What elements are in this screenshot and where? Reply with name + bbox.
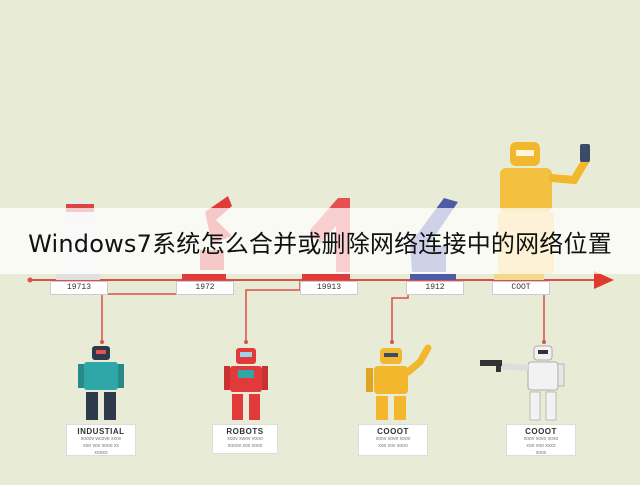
page-title: Windows7系统怎么合并或删除网络连接中的网络位置	[28, 229, 612, 258]
caption-line: xooov xox xoox	[227, 443, 263, 449]
tick-marker-1	[56, 274, 100, 280]
tick-marker-5	[494, 274, 544, 280]
caption-title: COOOT	[377, 427, 409, 436]
caption-robot-3: COOOT xoov xove xoov xoo vov xooo	[358, 424, 428, 456]
connector-2	[245, 280, 301, 340]
caption-line: xoo vov xooo xx	[83, 443, 119, 449]
caption-title: ROBOTS	[226, 427, 264, 436]
tick-label-1: 19713	[50, 281, 108, 295]
caption-robot-1: INDUSTIAL xooov wcove xxov xoo vov xooo …	[66, 424, 136, 456]
timeline-arrow	[594, 271, 614, 289]
robot-industrial	[78, 346, 124, 420]
robot-red	[224, 348, 268, 420]
caption-line: xooxo	[94, 450, 108, 456]
tick-label-5: COOT	[492, 281, 550, 295]
tick-marker-2	[182, 274, 226, 280]
tick-marker-4	[410, 274, 456, 280]
tick-label-3: 19913	[300, 281, 358, 295]
tick-label-4: 1912	[406, 281, 464, 295]
tick-marker-3	[302, 274, 350, 280]
caption-title: INDUSTIAL	[77, 427, 125, 436]
caption-line: xooov wcove xxov	[80, 436, 122, 442]
caption-line: xoo vov xooo	[378, 443, 408, 449]
caption-robot-4: COOOT xoov xovo xoxo xoo voo xxxo xoox	[506, 424, 576, 456]
caption-line: xoov xwov vooo	[227, 436, 263, 442]
caption-title: COOOT	[525, 427, 557, 436]
tick-label-2: 1972	[176, 281, 234, 295]
caption-robot-2: ROBOTS xoov xwov vooo xooov xox xoox	[212, 424, 278, 454]
caption-line: xoov xovo xoxo	[523, 436, 559, 442]
caption-line: xoo voo xxxo	[526, 443, 556, 449]
connector-1	[101, 280, 181, 340]
caption-line: xoox	[535, 450, 547, 456]
title-banner: Windows7系统怎么合并或删除网络连接中的网络位置	[0, 208, 640, 274]
caption-line: xoov xove xoov	[375, 436, 411, 442]
robot-yellow-waving	[366, 344, 432, 420]
robot-white-gun	[480, 345, 565, 421]
